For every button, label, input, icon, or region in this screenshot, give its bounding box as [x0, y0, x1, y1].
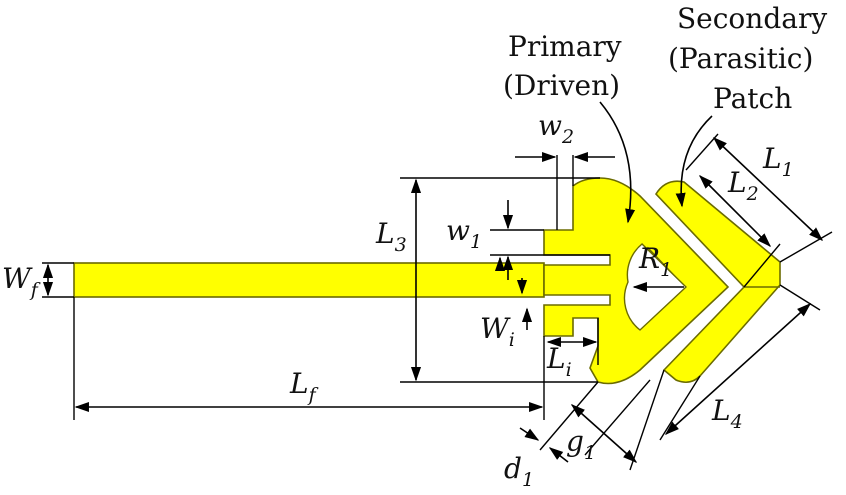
l1-ext-b	[779, 231, 833, 263]
l2-ext	[743, 243, 781, 288]
r1-label: R1	[638, 242, 672, 281]
g1-label: g1	[566, 425, 596, 464]
wf-label: Wf	[2, 262, 41, 301]
l2-dimension	[698, 174, 772, 248]
l3-label: L3	[375, 217, 407, 256]
primary-caption-line1: Primary	[508, 30, 622, 63]
primary-leader	[599, 101, 636, 224]
l2-label: L2	[727, 166, 759, 205]
feed-line	[73, 262, 545, 298]
l1-label: L1	[762, 142, 794, 181]
secondary-leader	[675, 115, 713, 208]
primary-caption-line2: (Driven)	[503, 69, 620, 102]
l4-ext-b	[779, 284, 821, 311]
l1-ext-a	[685, 133, 719, 171]
d1-ext	[539, 381, 599, 451]
d1-arrow-a	[519, 427, 540, 441]
g1-dimension	[570, 404, 638, 463]
wi-label: Wi	[480, 312, 515, 351]
l4-dimension	[664, 303, 812, 435]
d1-label: d1	[504, 452, 534, 491]
d1-arrow-b	[548, 447, 569, 463]
l4-label: L4	[711, 394, 743, 433]
secondary-caption-line3: Patch	[713, 82, 792, 115]
g1-ext-b	[629, 369, 665, 471]
lf-label: Lf	[289, 367, 319, 406]
w1-label: w1	[446, 214, 482, 253]
li-label: Li	[546, 342, 572, 381]
secondary-caption-line1: Secondary	[677, 2, 827, 35]
w2-label: w2	[538, 109, 574, 148]
secondary-caption-line2: (Parasitic)	[668, 42, 813, 75]
